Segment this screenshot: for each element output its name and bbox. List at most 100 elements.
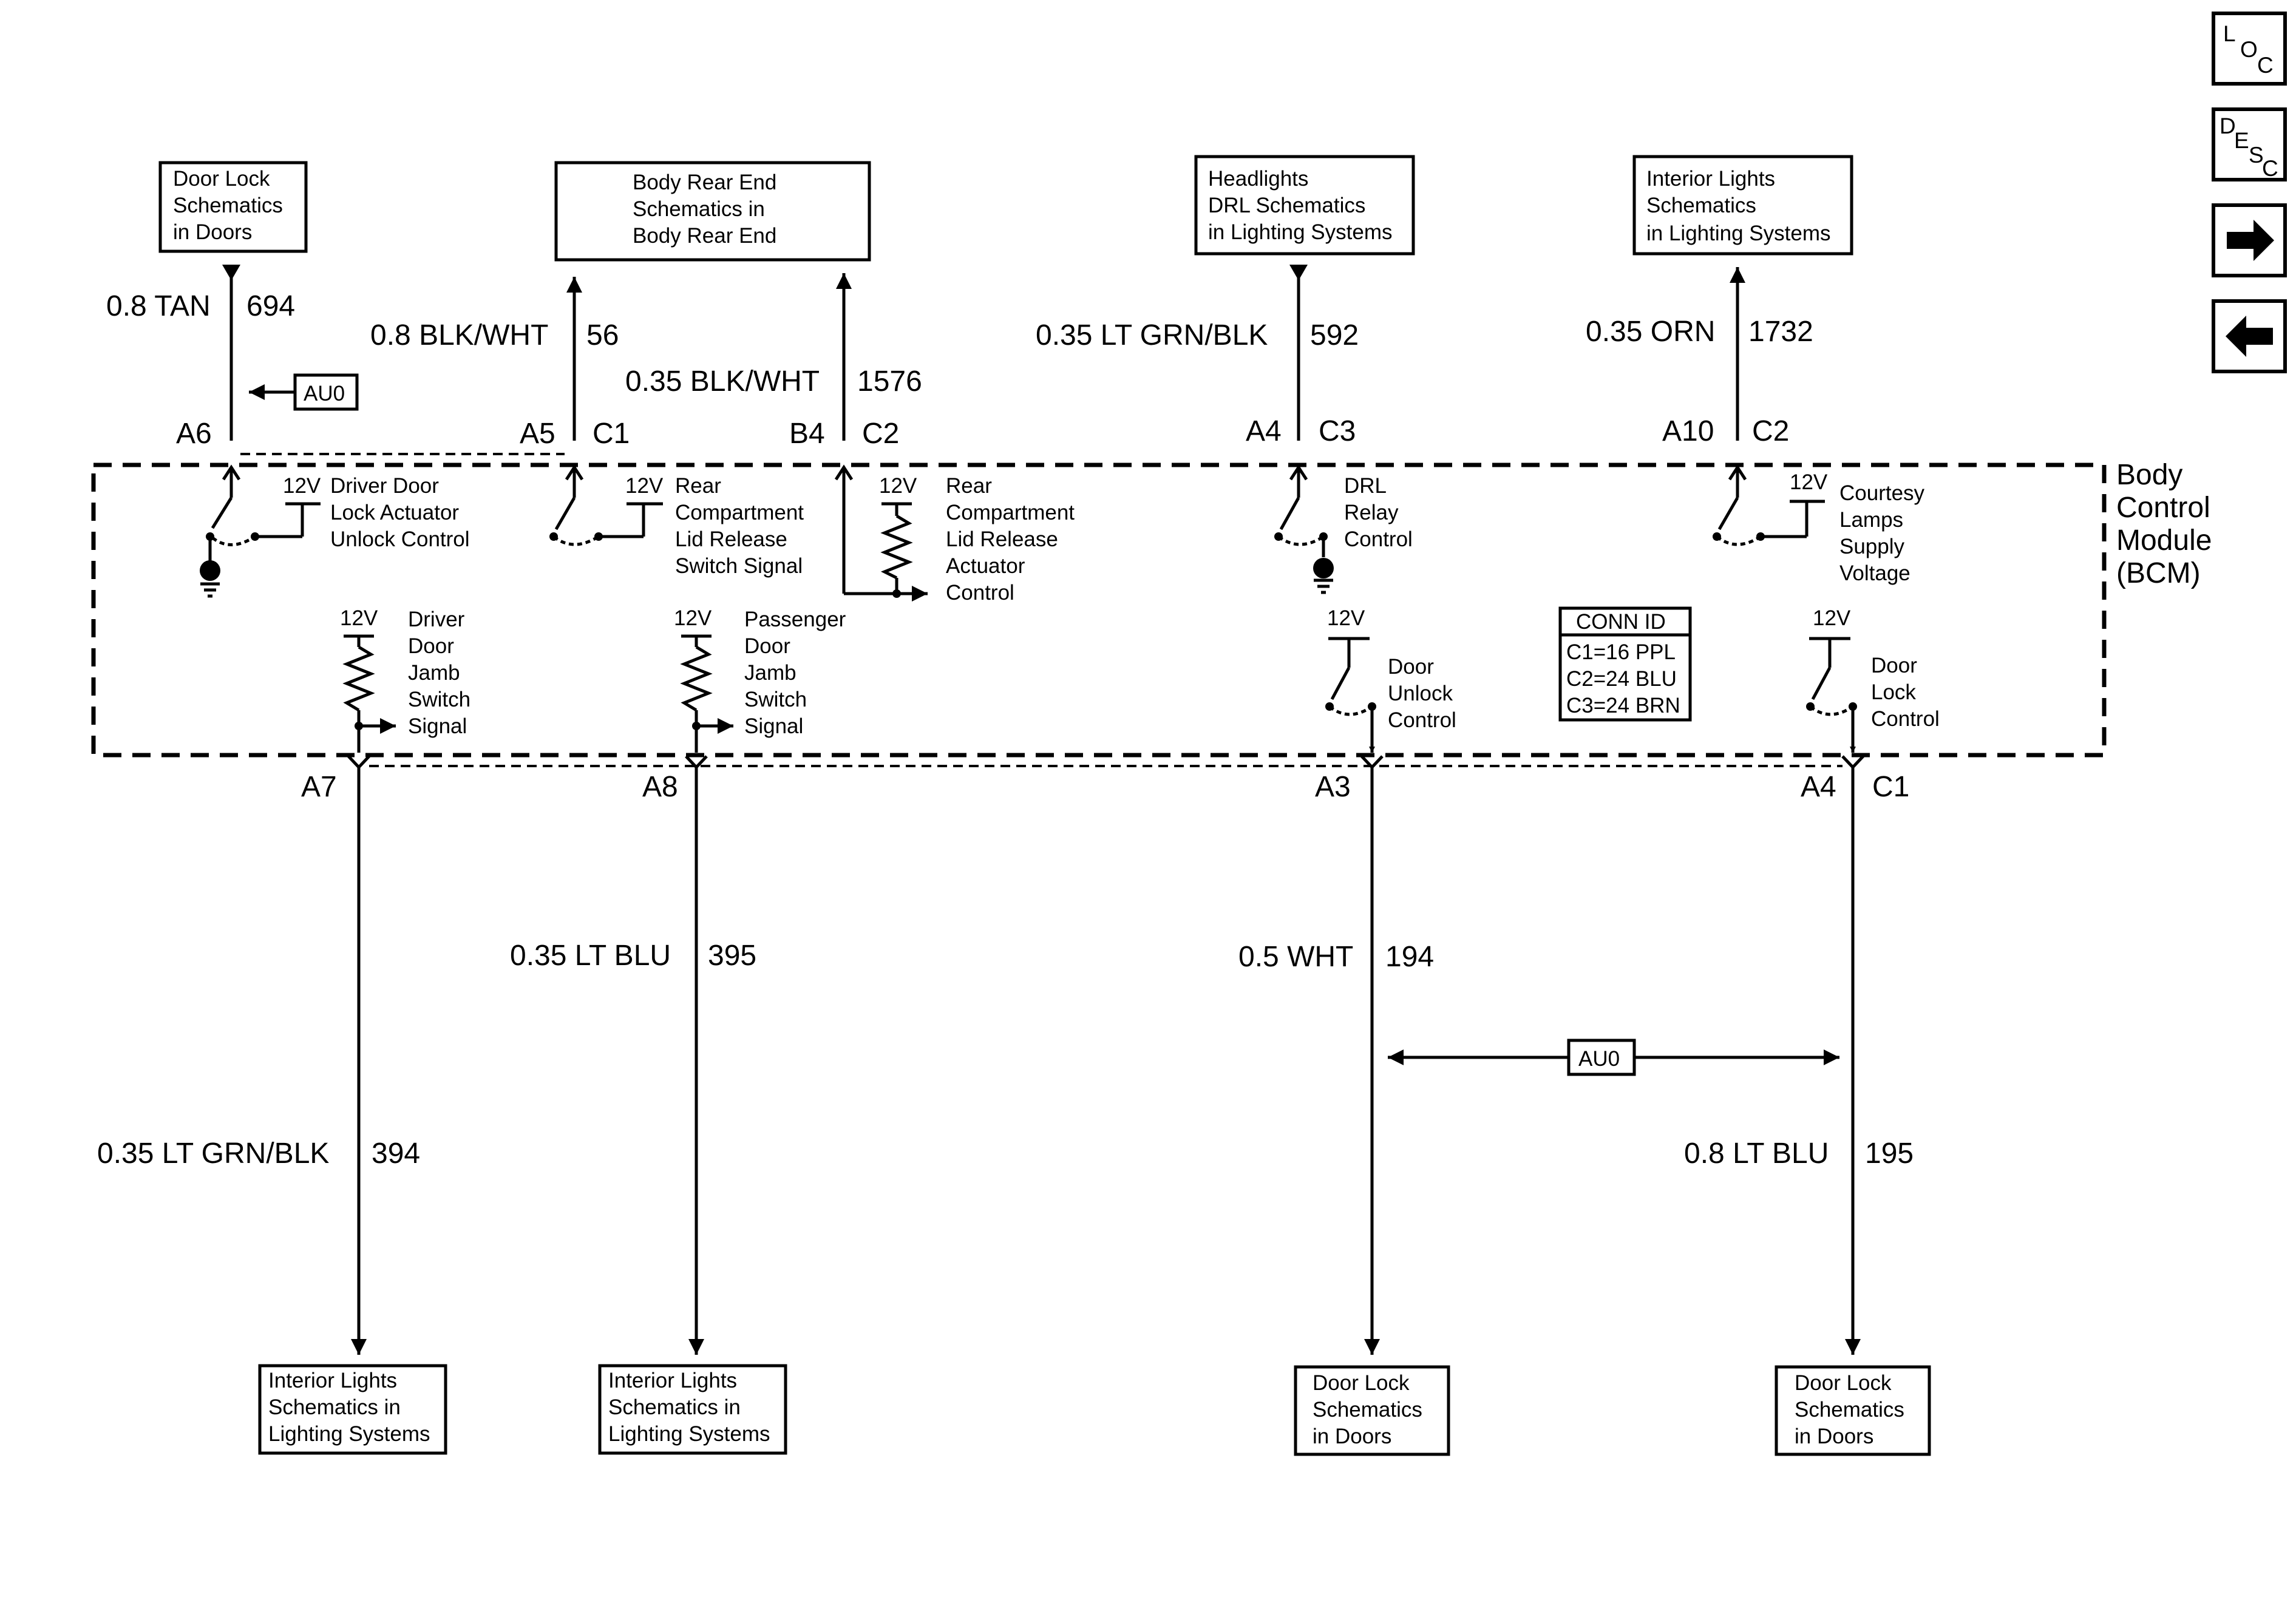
pin-b4: B4 [789, 418, 825, 450]
circuit-number: 195 [1865, 1137, 1914, 1170]
ref-box-door-lock-a3[interactable]: Door Lock Schematics in Doors [1294, 1365, 1450, 1456]
door-unlock-switch [1328, 637, 1375, 753]
bcm-module-outline [91, 463, 2107, 758]
conn-id-table: CONN ID C1=16 PPL C2=24 BLU C3=24 BRN [1558, 606, 1692, 722]
function-label: Door [1871, 654, 1917, 677]
option-tag-label: AU0 [1578, 1047, 1620, 1071]
rear-lid-switch [552, 467, 663, 546]
option-tag-au0-bottom: AU0 [1388, 1039, 1839, 1076]
top-pin-labels: A6 A5 C1 B4 C2 A4 C3 A10 C2 [176, 415, 1789, 450]
wire-color-label: 0.35 LT BLU [510, 940, 671, 972]
switch-pivot [1849, 702, 1857, 711]
function-label: DRL [1344, 474, 1387, 498]
function-label: Switch [744, 688, 807, 711]
ref-box-interior-lights-a7[interactable]: Interior Lights Schematics in Lighting S… [258, 1364, 447, 1455]
ref-line: Schematics [173, 194, 283, 217]
circuit-number: 194 [1385, 941, 1434, 973]
conn-id-row: C2=24 BLU [1566, 667, 1677, 691]
option-tag-label: AU0 [304, 382, 345, 405]
ref-line: DRL Schematics [1208, 194, 1365, 217]
function-label: Lid Release [675, 527, 787, 551]
circuit-number: 694 [246, 290, 295, 322]
wire-color-label: 0.8 BLK/WHT [370, 319, 548, 351]
ref-line: Schematics in [608, 1395, 741, 1419]
ref-box-door-lock-top[interactable]: Door Lock Schematics in Doors [158, 161, 308, 253]
function-label: Courtesy [1839, 481, 1925, 505]
wire-color-label: 0.35 BLK/WHT [625, 365, 820, 398]
function-label: Control [1344, 527, 1413, 551]
pin-a5: A5 [520, 418, 555, 450]
junction-dot [355, 722, 363, 730]
ref-line: Door Lock [1795, 1371, 1892, 1395]
wire-592: 0.35 LT GRN/BLK 592 [1036, 265, 1359, 441]
ref-box-interior-lights-a8[interactable]: Interior Lights Schematics in Lighting S… [598, 1364, 787, 1455]
ref-line: in Lighting Systems [1208, 220, 1392, 244]
circuit-number: 592 [1310, 319, 1359, 351]
label-courtesy: Courtesy Lamps Supply Voltage [1839, 481, 1925, 585]
ref-line: Lighting Systems [268, 1422, 430, 1446]
wire-1576: 0.35 BLK/WHT 1576 [625, 273, 922, 441]
wire-1732: 0.35 ORN 1732 [1586, 267, 1813, 441]
forward-button[interactable] [2212, 203, 2287, 277]
function-label: Passenger [744, 608, 846, 631]
connector-c3: C3 [1319, 415, 1356, 447]
ground-node [200, 560, 220, 581]
wire-56: 0.8 BLK/WHT 56 [370, 277, 619, 441]
function-label: Actuator [946, 554, 1025, 578]
wire-color-label: 0.35 LT GRN/BLK [1036, 319, 1268, 351]
pin-a4: A4 [1801, 771, 1836, 803]
function-label: Signal [408, 714, 467, 738]
function-label: Relay [1344, 501, 1399, 524]
connector-c1: C1 [1872, 771, 1909, 803]
door-lock-switch [1809, 637, 1856, 753]
ref-line: Schematics [1795, 1398, 1904, 1422]
wire-color-label: 0.35 LT GRN/BLK [97, 1137, 329, 1170]
switch-pivot [594, 532, 603, 541]
pin-a4: A4 [1246, 415, 1282, 447]
ref-line: in Doors [1795, 1425, 1873, 1448]
loc-button[interactable]: L O C [2212, 12, 2287, 86]
module-label-line: Module [2116, 524, 2212, 557]
switch-pivot [549, 532, 558, 541]
circuit-number: 1732 [1748, 316, 1813, 348]
ref-line: Interior Lights [1646, 167, 1775, 191]
connector-c1: C1 [593, 418, 630, 450]
connector-c2: C2 [862, 418, 899, 450]
desc-letter-s: S [2249, 143, 2264, 168]
ref-line: Schematics in [268, 1395, 401, 1419]
junction-dot [892, 589, 901, 598]
junction-dot [692, 722, 701, 730]
desc-button[interactable]: D E S C [2212, 107, 2287, 181]
ref-box-interior-lights-top[interactable]: Interior Lights Schematics in Lighting S… [1632, 155, 1853, 256]
ref-box-body-rear-end[interactable]: Body Rear End Schematics in Body Rear En… [554, 161, 871, 262]
label-rear-switch: Rear Compartment Lid Release Switch Sign… [675, 474, 804, 578]
ref-box-door-lock-a4[interactable]: Door Lock Schematics in Doors [1775, 1365, 1931, 1456]
function-label: Compartment [675, 501, 804, 524]
back-button[interactable] [2212, 299, 2287, 373]
loc-letter-l: L [2223, 21, 2236, 46]
ref-line: Interior Lights [608, 1369, 737, 1392]
ref-box-headlights-drl[interactable]: Headlights DRL Schematics in Lighting Sy… [1194, 155, 1415, 256]
pin-a8: A8 [642, 771, 678, 803]
function-label: Lock [1871, 680, 1916, 704]
function-label: Control [946, 581, 1014, 605]
driver-jamb-input [342, 634, 396, 753]
courtesy-lamps-switch [1716, 467, 1825, 546]
conn-id-row: C1=16 PPL [1566, 640, 1676, 664]
function-label: Lock Actuator [330, 501, 459, 524]
switch-pivot [1368, 702, 1376, 711]
bcm-label: Body Control Module (BCM) [2116, 459, 2212, 589]
function-label: Compartment [946, 501, 1075, 524]
ref-line: Body Rear End [633, 171, 776, 194]
rear-lid-actuator [842, 467, 928, 602]
switch-pivot [1713, 532, 1721, 541]
circuit-number: 394 [372, 1137, 420, 1170]
label-driver-jamb: Driver Door Jamb Switch Signal [408, 608, 470, 738]
label-passenger-jamb: Passenger Door Jamb Switch Signal [744, 608, 846, 738]
switch-pivot [251, 532, 259, 541]
desc-letter-e: E [2234, 128, 2249, 153]
module-label-line: (BCM) [2116, 557, 2201, 589]
circuit-number: 56 [586, 319, 619, 351]
pin-a6: A6 [176, 418, 212, 450]
ref-line: Body Rear End [633, 224, 776, 248]
